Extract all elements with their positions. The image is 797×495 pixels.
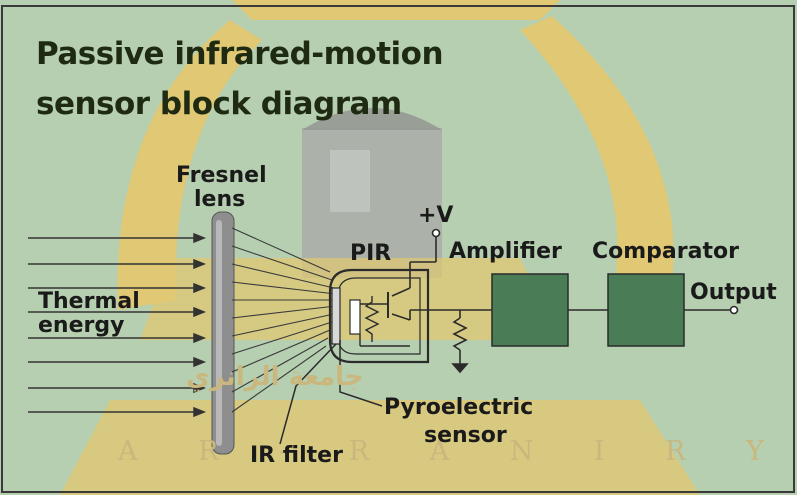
irfilter-leader <box>279 343 337 445</box>
focused-ray <box>231 305 337 319</box>
pyroelectric-sensor-label-line-2: sensor <box>424 423 507 448</box>
fresnel-lens-body <box>211 211 235 455</box>
thermal-energy-label-line-1: Thermal <box>38 289 140 314</box>
fresnel-lens <box>211 211 235 455</box>
supply-voltage-label: +V <box>418 203 454 228</box>
ground-symbol <box>451 363 469 374</box>
thermal-arrowhead <box>193 258 207 270</box>
pyroelectric-sensor-label-line-1: Pyroelectric <box>384 395 534 420</box>
leader-lines <box>279 340 383 445</box>
watermark-crown <box>232 0 560 20</box>
output-label: Output <box>690 280 777 305</box>
thermal-arrowhead <box>193 306 207 318</box>
fresnel-lens-highlight <box>216 220 222 446</box>
watermark-tower <box>302 128 442 278</box>
watermark-steps <box>140 258 560 340</box>
comparator-block <box>607 273 685 347</box>
pyroelectric-element <box>349 299 361 335</box>
watermark-dome <box>302 108 442 130</box>
watermark-latin-text: A R - R A N I R Y <box>118 436 790 467</box>
focused-ray <box>231 321 333 355</box>
fet-drain <box>391 287 411 297</box>
thermal-energy-label-line-2: energy <box>38 313 125 338</box>
watermark-arabic-text: جامعة الرانري <box>186 362 364 392</box>
amplifier-block <box>491 273 569 347</box>
watermark-arc-right <box>520 16 674 310</box>
thermal-arrowhead <box>193 356 207 368</box>
thermal-energy-arrows <box>28 232 207 418</box>
thermal-arrowhead <box>193 282 207 294</box>
thermal-arrowhead <box>193 382 207 394</box>
focused-ray <box>231 281 337 295</box>
pir-label: PIR <box>350 241 392 266</box>
focused-ray <box>231 263 335 289</box>
ir-filter-label: IR filter <box>250 443 343 468</box>
supply-wiring <box>409 228 492 374</box>
load-resistor <box>452 317 468 351</box>
focused-ray <box>231 227 331 273</box>
amplifier-label: Amplifier <box>449 239 562 264</box>
pir-package-outline <box>328 268 430 364</box>
fet-source <box>391 313 411 321</box>
fresnel-lens-label-line-1: Fresnel <box>176 163 267 188</box>
focused-ray <box>231 245 333 281</box>
thermal-arrowhead <box>193 332 207 344</box>
focused-rays <box>231 227 337 413</box>
focused-ray <box>231 313 335 337</box>
focused-ray <box>231 337 329 393</box>
focused-ray <box>231 329 331 373</box>
thermal-arrowhead <box>193 232 207 244</box>
ir-filter-window <box>331 287 341 345</box>
thermal-arrowhead <box>193 406 207 418</box>
output-terminal <box>729 305 739 315</box>
diagram-title-line-1: Passive infrared-motion <box>36 36 444 72</box>
focused-ray <box>231 345 327 413</box>
fresnel-lens-label-line-2: lens <box>194 187 246 212</box>
diagram-frame <box>1 5 795 493</box>
comparator-label: Comparator <box>592 239 739 264</box>
watermark-tower-window <box>330 150 370 212</box>
pyro-leader <box>339 340 383 407</box>
diagram-title-line-2: sensor block diagram <box>36 86 402 122</box>
supply-terminal <box>431 228 441 238</box>
